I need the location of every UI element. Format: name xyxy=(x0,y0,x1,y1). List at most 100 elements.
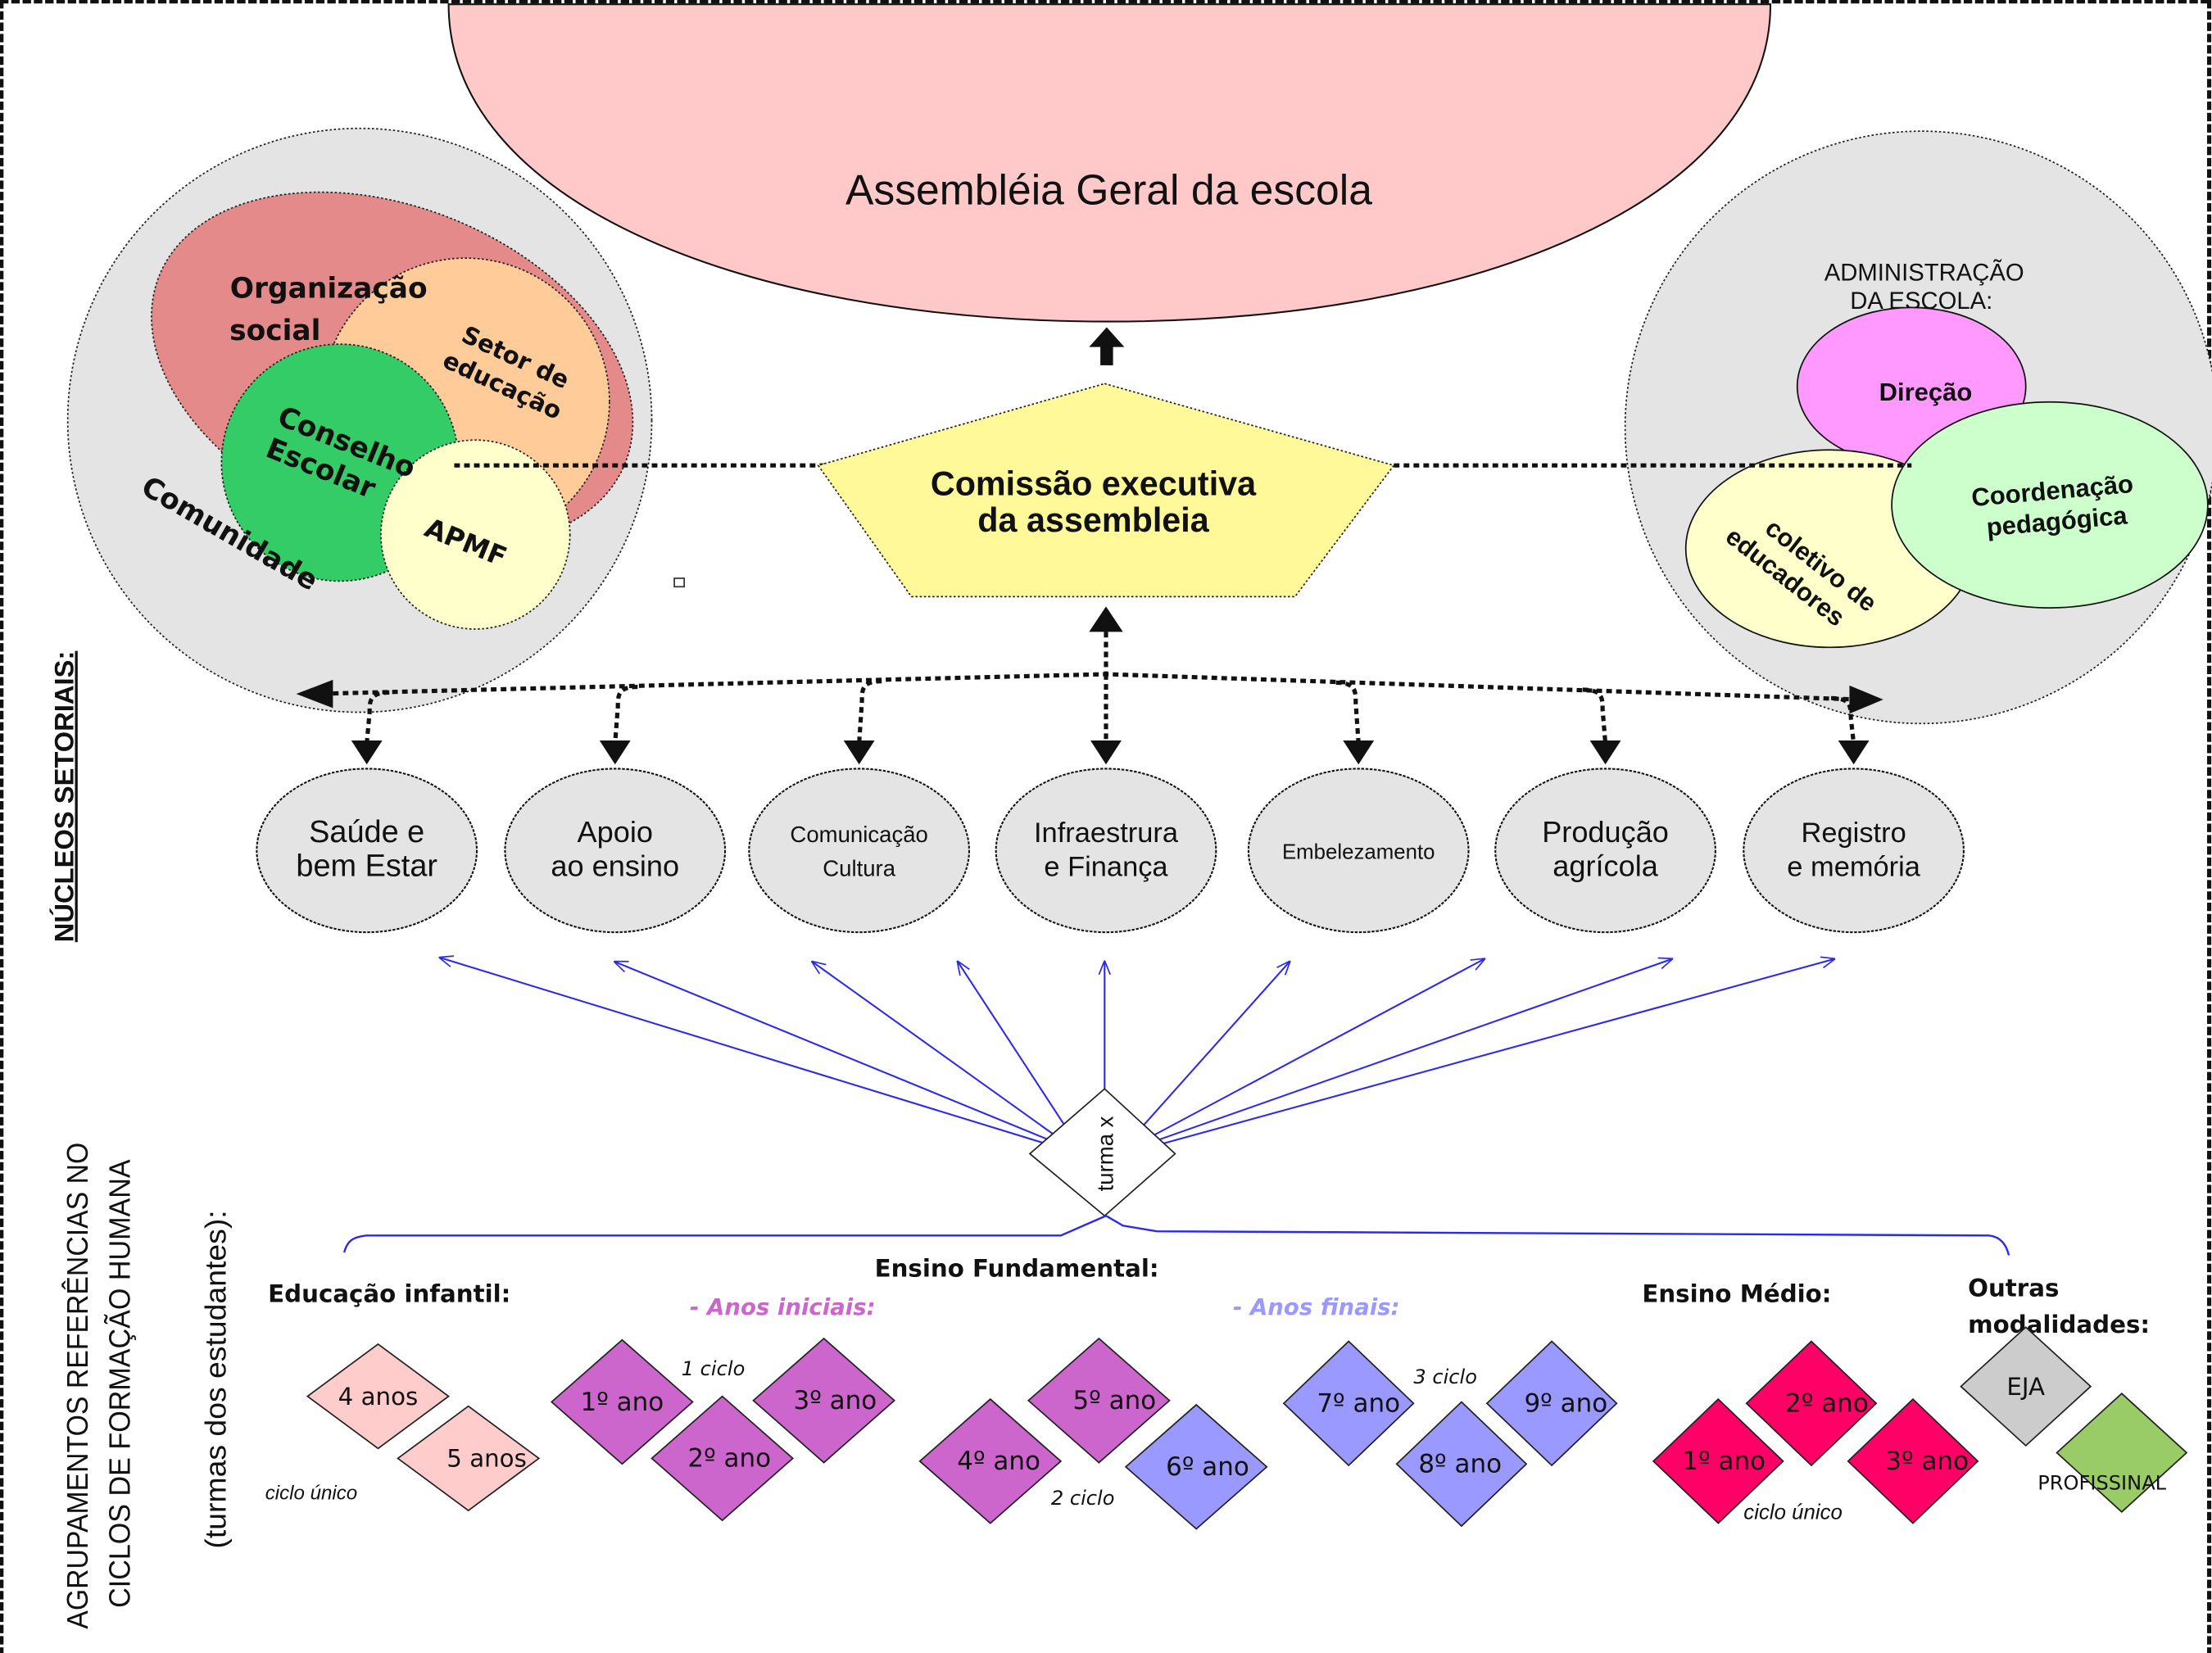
diamond-label: 9º ano xyxy=(1524,1389,1607,1419)
diamond-shape xyxy=(1960,1326,2092,1447)
nucleo-arrowhead-icon xyxy=(1589,740,1621,765)
class-diamond-profissional[interactable]: PROFISSINAL xyxy=(2037,1393,2188,1513)
nucleo-oval[interactable] xyxy=(995,768,1217,934)
administration-cluster: ADMINISTRAÇÃO DA ESCOLA: Direção Coorden… xyxy=(1624,130,2212,725)
class-diamond-fund-1[interactable]: 1º ano xyxy=(550,1338,694,1465)
nucleo-label-line2: ao ensino xyxy=(551,849,679,882)
anos-finais-label: - Anos finais: xyxy=(1233,1294,1400,1320)
turma-arrow xyxy=(615,962,1056,1144)
turma-arrow xyxy=(813,962,1062,1141)
anos-iniciais-label: - Anos iniciais: xyxy=(690,1294,876,1320)
executive-node[interactable]: Comissão executiva da assembleia xyxy=(817,383,1395,598)
class-diamond-fund-9[interactable]: 9º ano xyxy=(1485,1340,1618,1467)
levels-brace xyxy=(342,1214,2010,1256)
nucleo-label-line2: e memória xyxy=(1787,851,1920,882)
turma-node[interactable]: turma x xyxy=(1028,1088,1176,1217)
nucleo-drop-line xyxy=(857,679,882,744)
coordenacao-pedagogica-circle[interactable] xyxy=(1891,401,2209,609)
outras-title-2: modalidades: xyxy=(1968,1311,2150,1338)
class-diamond-fund-6[interactable]: 6º ano xyxy=(1124,1403,1268,1530)
diamond-shape xyxy=(918,1397,1063,1524)
nucleo-oval[interactable] xyxy=(504,768,727,934)
class-diamond-fund-7[interactable]: 7º ano xyxy=(1282,1340,1415,1467)
cycle3-label: 3 ciclo xyxy=(1413,1365,1477,1388)
class-diamond-fund-3[interactable]: 3º ano xyxy=(752,1337,896,1464)
diamond-label: 2º ano xyxy=(1785,1389,1869,1419)
diamond-shape xyxy=(1282,1340,1415,1467)
turma-arrow xyxy=(1136,962,1290,1134)
agrupamentos-label-2: CICLOS DE FORMAÇÃO HUMANA xyxy=(102,1159,136,1608)
class-diamond-fund-2[interactable]: 2º ano xyxy=(650,1395,795,1522)
diamond-label: 1º ano xyxy=(1682,1447,1766,1476)
diamond-label: 3º ano xyxy=(794,1386,877,1415)
executive-label-2: da assembleia xyxy=(977,501,1210,539)
organizacao-label-2: social xyxy=(229,315,320,347)
nucleo-arrowhead-icon xyxy=(1090,740,1122,765)
diamond-shape xyxy=(1124,1403,1268,1530)
anchor-glyph-icon xyxy=(673,577,686,588)
class-diamond-medio-3[interactable]: 3º ano xyxy=(1847,1397,1979,1524)
diamond-label: 6º ano xyxy=(1166,1452,1249,1482)
nucleo-label-line1: Apoio xyxy=(578,815,653,849)
diamond-shape xyxy=(752,1337,896,1464)
class-diamond-infantil-4[interactable]: 4 anos xyxy=(306,1343,451,1450)
diamond-shape xyxy=(1027,1337,1171,1464)
medio-cycle-label: ciclo único xyxy=(1743,1501,1843,1524)
turma-label: turma x xyxy=(1093,1116,1118,1191)
nucleo-arrowhead-icon xyxy=(1343,740,1375,765)
nucleo-oval[interactable] xyxy=(1743,768,1965,934)
turma-arrow xyxy=(1156,959,1834,1147)
assembly-label: Assembléia Geral da escola xyxy=(845,166,1372,214)
diamond-shape xyxy=(1745,1340,1878,1467)
organizacao-label-1: Organização xyxy=(230,272,428,305)
infantil-title: Educação infantil: xyxy=(268,1279,510,1307)
nucleo-arrowhead-icon xyxy=(1838,740,1870,765)
diamond-label: 8º ano xyxy=(1418,1450,1502,1479)
nucleo-oval[interactable] xyxy=(748,768,971,934)
class-diamond-medio-2[interactable]: 2º ano xyxy=(1745,1340,1878,1467)
diamond-shape xyxy=(397,1405,541,1512)
arrow-to-assembly xyxy=(1089,327,1125,365)
nucleo-label-line1: Registro xyxy=(1802,817,1906,849)
class-diamond-fund-4[interactable]: 4º ano xyxy=(918,1397,1063,1524)
nucleo-arrowhead-icon xyxy=(599,740,631,765)
nucleo-drop-line xyxy=(613,684,638,744)
nucleo-label-line1: Produção xyxy=(1542,815,1669,849)
nucleo-oval[interactable] xyxy=(256,768,478,934)
class-diamond-infantil-5[interactable]: 5 anos xyxy=(397,1405,541,1512)
diamond-label: 5 anos xyxy=(446,1445,527,1473)
class-diamond-eja[interactable]: EJA xyxy=(1960,1326,2092,1447)
turma-arrow xyxy=(1150,959,1671,1144)
apmf-circle[interactable] xyxy=(380,439,571,630)
diamond-label: 4º ano xyxy=(957,1447,1040,1476)
executive-label-1: Comissão executiva xyxy=(931,464,1257,502)
nucleo-oval[interactable] xyxy=(1247,768,1470,934)
nucleo-drop-line xyxy=(1582,687,1608,744)
diamond-label: 4 anos xyxy=(338,1383,419,1411)
nucleo-drop-arrows xyxy=(351,674,1870,765)
class-diamond-medio-1[interactable]: 1º ano xyxy=(1652,1397,1784,1524)
class-diamond-fund-8[interactable]: 8º ano xyxy=(1395,1401,1528,1528)
nucleo-arrowhead-icon xyxy=(351,740,383,765)
diamond-label: 3º ano xyxy=(1885,1447,1969,1476)
cycle1-label: 1 ciclo xyxy=(682,1357,746,1380)
assembly-node[interactable]: Assembléia Geral da escola xyxy=(447,3,1772,323)
diamond-shape xyxy=(1395,1401,1528,1528)
nucleo-node[interactable]: Embelezamento xyxy=(1247,768,1470,934)
diamond-label: 5º ano xyxy=(1072,1386,1156,1415)
diamond-label: 7º ano xyxy=(1317,1389,1400,1419)
diamond-shape xyxy=(1847,1397,1979,1524)
nucleo-label-line2: Cultura xyxy=(823,855,895,881)
diamond-shape xyxy=(1485,1340,1618,1467)
turma-arrow xyxy=(440,958,1052,1147)
class-diamond-fund-5[interactable]: 5º ano xyxy=(1027,1337,1171,1464)
nucleo-oval[interactable] xyxy=(1494,768,1716,934)
